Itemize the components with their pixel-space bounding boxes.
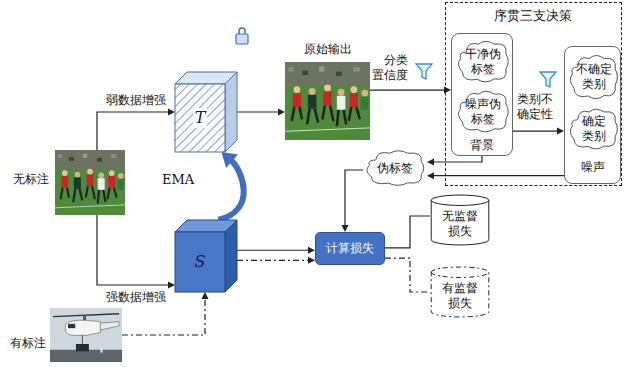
- arrowhead: [168, 282, 175, 289]
- node-label: 背景: [452, 138, 512, 153]
- filter-icon: [540, 72, 556, 87]
- process-box: 噪声 不确定类别确定类别: [564, 46, 621, 184]
- connector-line: [97, 112, 169, 150]
- connector: [97, 215, 175, 289]
- node-label: 无监督损失: [441, 209, 478, 239]
- connector-line: [237, 260, 309, 261]
- image-node: 有标注: [50, 308, 122, 362]
- connector-line: [370, 89, 445, 90]
- node-label: S: [193, 252, 208, 272]
- process-box: 计算损失: [315, 232, 385, 265]
- arrowhead: [202, 292, 209, 299]
- arrowhead: [342, 225, 349, 232]
- connector-line: [385, 258, 430, 292]
- cloud-outline: [570, 109, 617, 149]
- cube-shape: [175, 220, 237, 292]
- edge-label: 类别不确定性: [515, 92, 554, 122]
- node-label: 不确定类别: [575, 62, 612, 92]
- teacher-model: T: [175, 72, 237, 152]
- arrowhead: [308, 257, 315, 264]
- connector-line: [385, 216, 430, 248]
- connector-line: [97, 215, 169, 285]
- node-label: 噪声: [565, 160, 620, 175]
- connector: [385, 216, 430, 248]
- image-node: 无标注: [55, 150, 125, 215]
- loss-cylinder: 有监督损失: [430, 266, 490, 318]
- arrowhead: [222, 152, 238, 168]
- connector-line: [433, 156, 482, 162]
- node-label: 干净伪标签: [464, 47, 501, 77]
- node-label: 伪标签: [377, 161, 413, 176]
- cube-side: [225, 220, 237, 292]
- connector-line: [433, 175, 564, 176]
- cylinder-body: [431, 267, 489, 317]
- cloud-outline: [570, 56, 617, 99]
- connector: [427, 156, 482, 166]
- connector: [237, 247, 315, 254]
- edge-label: 分类置信度: [372, 53, 409, 83]
- filter-icon: [416, 64, 432, 79]
- cloud-outline: [458, 91, 508, 132]
- cube-front: [175, 84, 225, 152]
- connector: [237, 109, 285, 116]
- arrowhead: [427, 159, 434, 166]
- cloud-node: 确定类别: [567, 106, 620, 152]
- connector-line: [237, 250, 309, 251]
- node-label: 原始输出: [297, 42, 359, 57]
- connector: [237, 257, 315, 264]
- cloud-outline: [458, 41, 508, 82]
- edge-label: 弱数据增强: [103, 93, 169, 108]
- node-label: 有监督损失: [441, 281, 478, 311]
- cloud-node: 噪声伪标签: [455, 88, 511, 135]
- cloud-node: 伪标签: [363, 148, 427, 188]
- student-model: S: [175, 220, 237, 292]
- cylinder-body: [431, 195, 489, 245]
- connector: [370, 87, 451, 94]
- loss-cylinder: 无监督损失: [430, 194, 490, 246]
- process-box: 背景 干净伪标签噪声伪标签: [451, 33, 513, 156]
- node-label: 噪声伪标签: [464, 97, 501, 127]
- cylinder-rim: [431, 200, 489, 205]
- arrowhead: [278, 109, 285, 116]
- connector-line: [218, 161, 243, 220]
- connector-line: [345, 170, 363, 226]
- cloud-node: 不确定类别: [567, 52, 620, 102]
- image-node: 原始输出: [285, 62, 370, 140]
- cube-front: [175, 232, 225, 292]
- output-photo: [285, 62, 370, 140]
- node-label: 无标注: [5, 172, 49, 187]
- connector-line: [513, 130, 558, 131]
- node-label: 有标注: [4, 336, 46, 351]
- lock-icon: [236, 28, 248, 44]
- cloud-outline: [367, 151, 424, 186]
- unlabeled-photo: [55, 150, 125, 215]
- connector: [385, 258, 430, 292]
- connector: [427, 172, 564, 179]
- connector: [342, 170, 364, 232]
- edge-label: 强数据增强: [103, 290, 169, 305]
- connector-line: [237, 111, 279, 112]
- cube-side: [225, 72, 237, 152]
- connector: [218, 152, 243, 220]
- connector: [513, 128, 564, 135]
- connector: [97, 109, 175, 151]
- cylinder-rim: [431, 272, 489, 277]
- node-label: T: [193, 108, 208, 128]
- arrowhead: [427, 172, 434, 179]
- node-label: 计算损失: [326, 241, 374, 256]
- node-label: 确定类别: [581, 114, 606, 144]
- labeled-photo: [50, 308, 122, 362]
- arrowhead: [308, 247, 315, 254]
- arrowhead: [557, 128, 564, 135]
- cloud-node: 干净伪标签: [455, 38, 511, 85]
- edge-label: EMA: [158, 172, 198, 188]
- node-label: 序贯三支决策: [446, 8, 620, 24]
- arrowhead: [168, 109, 175, 116]
